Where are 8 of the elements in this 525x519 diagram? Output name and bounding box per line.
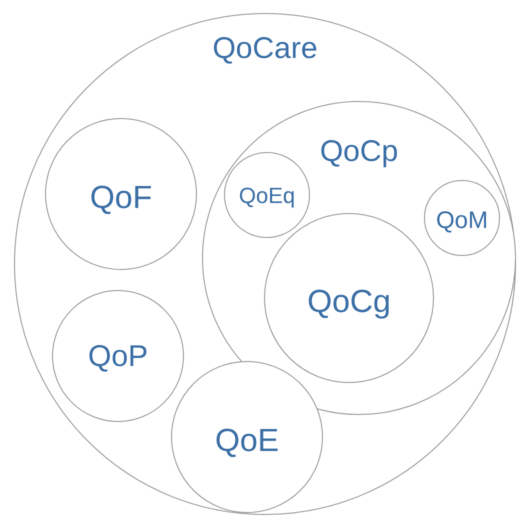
circle-label: QoCare: [212, 34, 318, 64]
circle-label: QoCg: [307, 285, 391, 317]
circle-label: QoE: [214, 424, 280, 456]
circle-label: QoF: [90, 181, 152, 213]
circle-label: QoCp: [320, 137, 398, 167]
circle-label: QoEq: [238, 185, 296, 207]
circle-label: QoP: [88, 342, 148, 372]
circle-label: QoM: [436, 209, 488, 233]
